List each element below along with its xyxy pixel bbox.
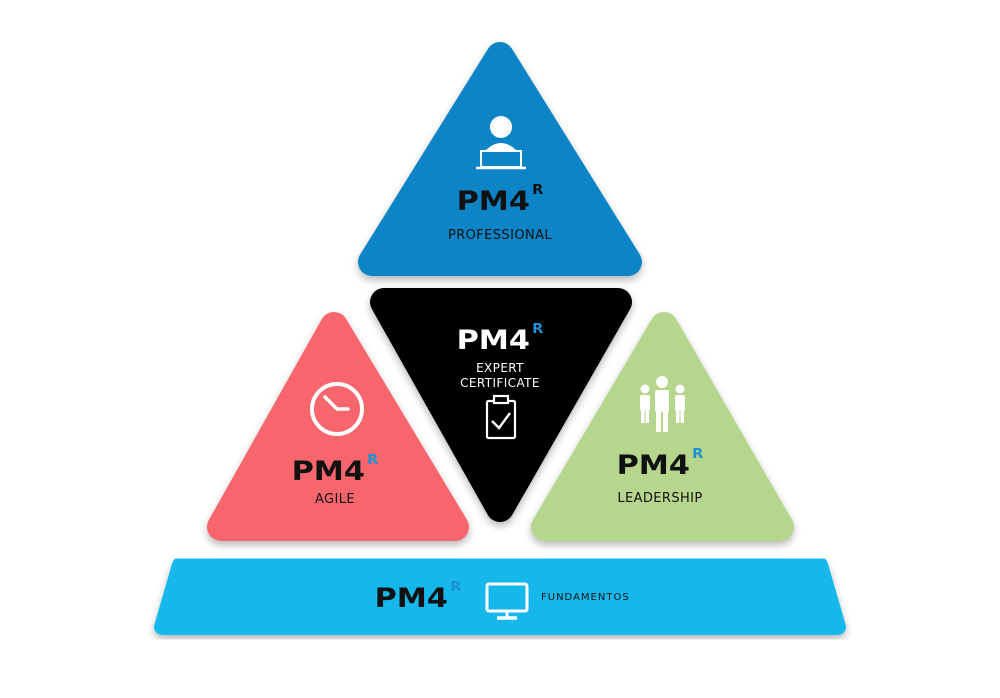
brand-superscript: R (692, 447, 704, 462)
brand-superscript: R (532, 183, 544, 198)
fundamentos-label: FUNDAMENTOS (541, 592, 630, 603)
person-laptop-icon (476, 116, 526, 170)
clock-icon (310, 382, 364, 436)
brand-text: PM4 (456, 186, 530, 217)
brand-superscript: R (367, 453, 379, 468)
brand-superscript: R (532, 322, 544, 337)
agile-triangle (207, 312, 469, 541)
brand-text: PM4 (456, 325, 530, 356)
monitor-icon (485, 582, 529, 620)
leadership-triangle (531, 312, 794, 541)
brand-text: PM4 (374, 583, 448, 614)
clipboard-check-icon (485, 394, 517, 440)
professional-triangle (358, 42, 642, 276)
team-people-icon (640, 376, 685, 432)
expert-label-line2: CERTIFICATE (460, 376, 540, 390)
brand-superscript: R (450, 580, 462, 595)
expert-triangle (370, 288, 632, 522)
agile-label: AGILE (314, 492, 356, 507)
expert-label-line1: EXPERT (476, 361, 524, 375)
brand-text: PM4 (291, 456, 365, 487)
fundamentos-band (154, 557, 846, 635)
professional-label: PROFESSIONAL (447, 228, 553, 243)
leadership-label: LEADERSHIP (617, 491, 703, 506)
brand-text: PM4 (616, 450, 690, 481)
